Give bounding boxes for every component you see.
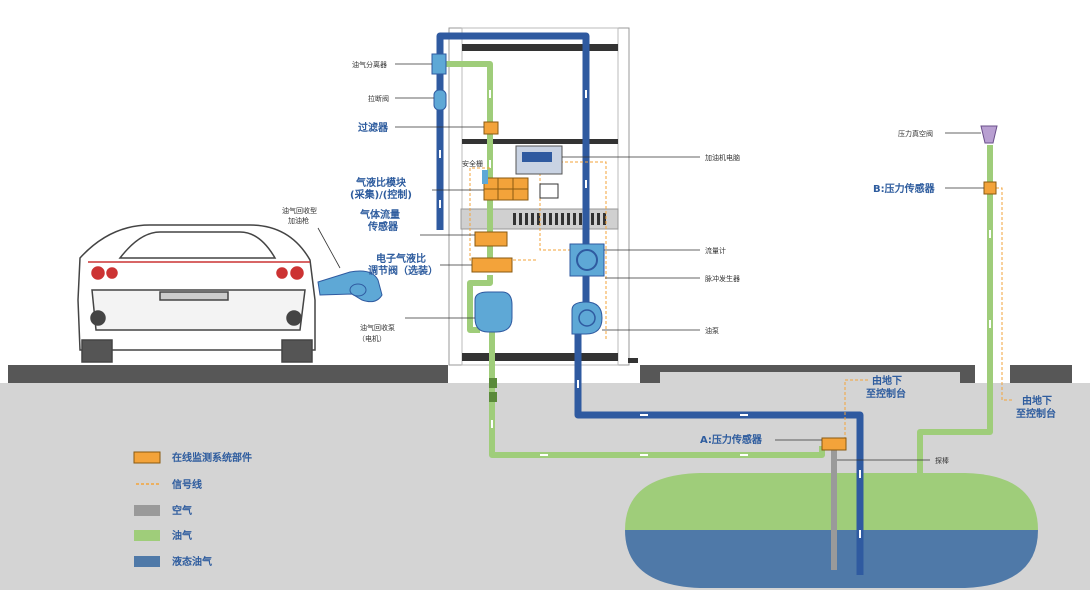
label-to-control-1-b: 至控制台 <box>866 387 906 400</box>
valve-component <box>471 257 513 273</box>
car <box>77 224 316 363</box>
signal-lines <box>469 158 1012 440</box>
legend-label-vapor: 油气 <box>172 529 192 542</box>
legend-label-component: 在线监测系统部件 <box>172 451 252 464</box>
label-oil-pump: 油泵 <box>705 326 719 335</box>
legend: 在线监测系统部件 信号线 空气 油气 液态油气 <box>133 451 252 568</box>
ratio-module <box>483 177 529 201</box>
label-pulser: 脉冲发生器 <box>705 274 740 283</box>
label-nozzle-1: 油气回收型 <box>282 206 317 215</box>
label-probe: 探棒 <box>935 456 949 465</box>
vapor-joint-2 <box>489 392 497 402</box>
oil-pump-component <box>571 301 603 335</box>
probe-rod <box>831 440 837 570</box>
gas-flow-sensor-component <box>474 231 508 247</box>
label-flowmeter: 流量计 <box>705 246 726 255</box>
label-computer: 加油机电脑 <box>705 153 740 162</box>
label-valve-1: 电子气液比 <box>376 252 426 265</box>
label-vapor-pump-2: （电机） <box>358 334 386 343</box>
legend-swatch-liquid <box>134 556 160 567</box>
legend-swatch-component <box>133 451 161 464</box>
vapor-flow-arrows <box>489 90 991 456</box>
label-filter: 过滤器 <box>358 121 389 134</box>
separator-component <box>431 53 447 75</box>
nozzle <box>317 270 383 303</box>
sensor-b-component <box>983 181 997 195</box>
legend-label-signal: 信号线 <box>172 478 202 491</box>
vacuum-valve-component <box>980 125 998 144</box>
label-safety-bar: 安全栅 <box>462 159 483 168</box>
label-to-control-2-b: 至控制台 <box>1016 407 1056 420</box>
legend-label-liquid: 液态油气 <box>172 555 212 568</box>
safety-bar-component <box>482 170 488 184</box>
label-breakaway: 拉断阀 <box>368 94 389 103</box>
label-ratio-module-1: 气液比模块 <box>355 176 407 189</box>
sensor-a-component <box>821 437 847 451</box>
label-sensor-b: B:压力传感器 <box>873 182 936 195</box>
label-gas-flow-2: 传感器 <box>367 220 399 233</box>
flowmeter-component <box>569 243 605 277</box>
label-ratio-module-2: (采集)/(控制) <box>350 188 412 201</box>
vapor-pump-component <box>474 291 513 333</box>
breakaway-valve <box>433 89 447 111</box>
legend-swatch-vapor <box>134 530 160 541</box>
ground-surface-right <box>1010 365 1072 383</box>
leader-lines <box>317 63 984 461</box>
label-sensor-a: A:压力传感器 <box>700 433 763 446</box>
ground-surface-left <box>8 365 448 383</box>
label-nozzle-2: 加油枪 <box>288 216 309 225</box>
label-to-control-2-a: 由地下 <box>1022 394 1052 407</box>
vapor-joint-1 <box>489 378 497 388</box>
legend-label-air: 空气 <box>172 504 192 517</box>
liquid-flow-arrows <box>439 90 861 538</box>
label-vacuum-valve: 压力真空阀 <box>898 129 933 138</box>
label-vapor-pump-1: 油气回收泵 <box>360 323 395 332</box>
label-to-control-1-a: 由地下 <box>872 374 902 387</box>
filter-component <box>483 121 499 135</box>
label-gas-flow-1: 气体流量 <box>359 208 400 221</box>
label-valve-2: 调节阀（选装） <box>368 264 438 277</box>
label-separator: 油气分离器 <box>352 60 387 69</box>
legend-swatch-air <box>134 505 160 516</box>
